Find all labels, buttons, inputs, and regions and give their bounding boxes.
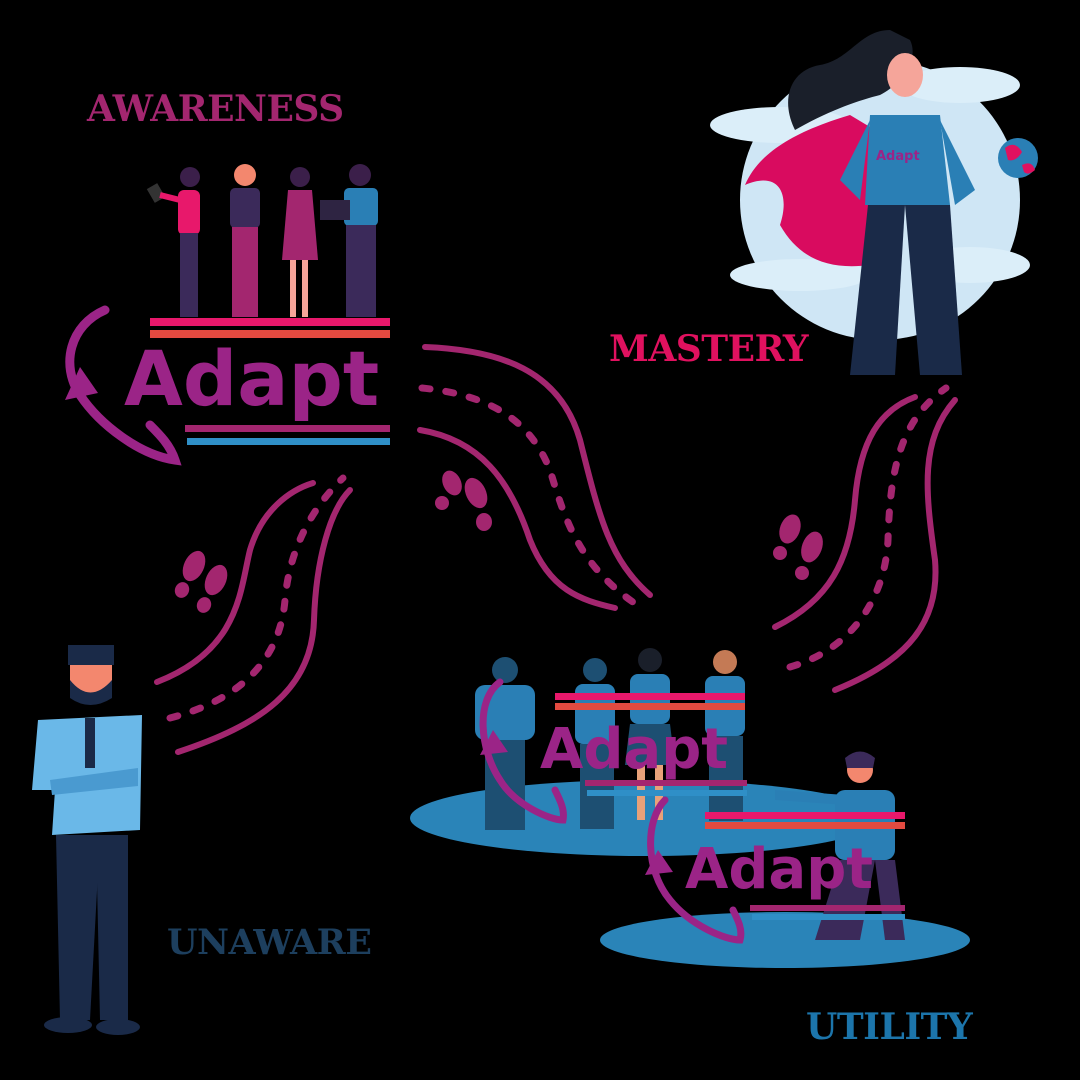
adapt-logo-main: Adapt xyxy=(50,295,395,470)
unaware-businessman-illustration xyxy=(32,645,142,1035)
stage-label-unaware: UNAWARE xyxy=(167,922,372,963)
stage-label-utility: UTILITY xyxy=(806,1006,973,1048)
footprints-icon xyxy=(773,514,823,580)
adapt-logo-pointer-text: Adapt xyxy=(685,837,873,902)
utility-team-illustration: Adapt Adapt xyxy=(410,648,970,968)
footprints-icon xyxy=(435,470,492,531)
stage-label-mastery: MASTERY xyxy=(609,328,809,370)
footprints-icon xyxy=(174,550,228,613)
awareness-people-illustration xyxy=(146,164,378,317)
mastery-superhero-illustration: Adapt xyxy=(710,30,1038,375)
adapt-logo-group-text: Adapt xyxy=(540,717,728,782)
stage-label-awareness: AWARENESS xyxy=(87,88,344,130)
shirt-logo-text: Adapt xyxy=(876,149,920,164)
adapt-logo-text: Adapt xyxy=(124,334,379,423)
adapt-swirl-arrow-icon xyxy=(65,305,390,466)
